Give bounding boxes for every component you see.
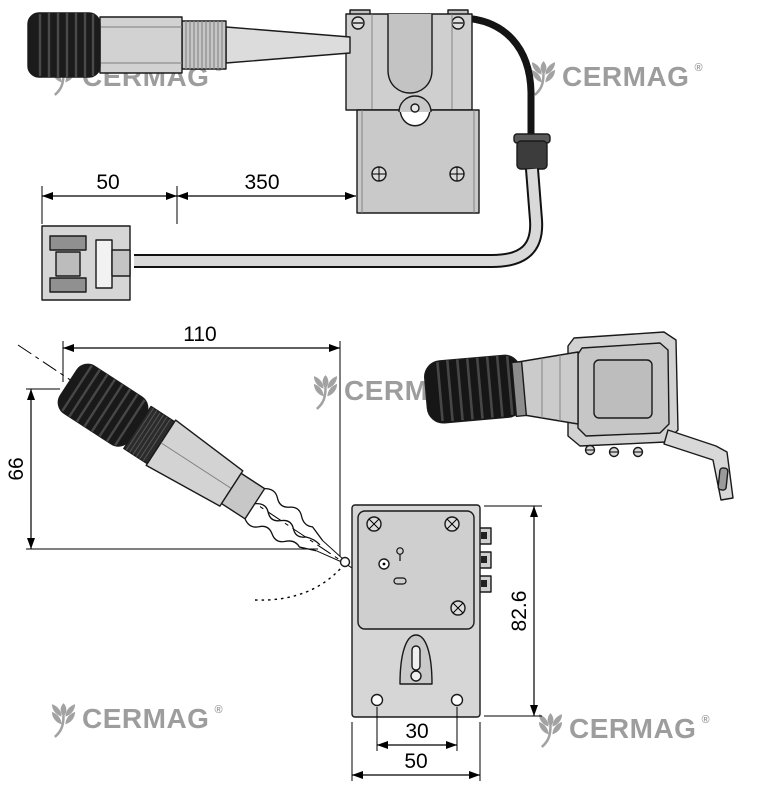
lever-grip bbox=[99, 16, 183, 74]
dim-group-50-plate: 50 bbox=[351, 722, 481, 781]
dim-label-50-plate: 50 bbox=[404, 750, 427, 773]
housing-screws bbox=[366, 516, 466, 616]
switch-body bbox=[345, 9, 473, 111]
pivot-point bbox=[339, 556, 351, 568]
dim-group-82-6: 82.6 bbox=[484, 505, 542, 717]
arm-slot bbox=[717, 467, 729, 491]
connector-tabs bbox=[477, 527, 492, 593]
lever-knob bbox=[27, 12, 101, 78]
dim-group-66: 66 bbox=[5, 388, 318, 550]
lever-horizontal bbox=[27, 12, 351, 78]
brand-text: CERMAG bbox=[562, 61, 690, 92]
lever-side-view: 110 66 bbox=[5, 323, 368, 601]
switch-perspective-view bbox=[424, 331, 734, 501]
top-assembly-view: 50 350 bbox=[27, 9, 551, 301]
lever-angled bbox=[57, 363, 347, 564]
cermag-logo-top-right: CERMAG ® bbox=[530, 60, 703, 97]
keyhole-slot bbox=[399, 634, 433, 685]
knob-3d bbox=[424, 354, 524, 424]
dim-label-66: 66 bbox=[5, 457, 28, 480]
plate-rear-view: 82.6 30 50 bbox=[351, 504, 542, 781]
lever-shaft bbox=[225, 26, 351, 64]
bracket-screws bbox=[584, 444, 644, 458]
switch-body-3d bbox=[517, 351, 579, 425]
travel-arc-dotted bbox=[254, 566, 343, 601]
lever-body bbox=[145, 419, 244, 507]
molded-symbols bbox=[393, 547, 407, 585]
lever-collar bbox=[181, 20, 227, 70]
cable-connector bbox=[41, 225, 131, 301]
l-bracket-arm bbox=[663, 429, 734, 501]
mounting-plate-front bbox=[356, 95, 480, 214]
cable-lower bbox=[134, 168, 544, 268]
registered-mark: ® bbox=[214, 704, 223, 716]
cermag-logo-bottom-left: CERMAG ® bbox=[50, 702, 223, 739]
cermag-logo-bottom-right: CERMAG ® bbox=[537, 712, 710, 749]
mount-hole-right bbox=[450, 693, 464, 707]
registered-mark: ® bbox=[701, 714, 710, 726]
dim-label-50-connector: 50 bbox=[96, 171, 119, 194]
bracket-inner bbox=[593, 359, 653, 419]
dim-group-110: 110 bbox=[62, 323, 341, 556]
dim-label-30: 30 bbox=[405, 720, 428, 743]
registered-mark: ® bbox=[694, 62, 703, 74]
switch-housing-rear bbox=[357, 510, 475, 630]
dim-group-top: 50 350 bbox=[41, 171, 356, 224]
dim-label-82-6: 82.6 bbox=[508, 591, 531, 632]
cable-upper bbox=[462, 14, 551, 170]
brand-text: CERMAG bbox=[82, 703, 210, 734]
lever-boot-wavy bbox=[244, 487, 347, 564]
dim-group-30: 30 bbox=[376, 707, 458, 751]
mount-hole-left bbox=[370, 693, 384, 707]
cable-ferrule bbox=[516, 140, 548, 170]
brand-text: CERMAG bbox=[569, 713, 697, 744]
pivot-pin bbox=[410, 103, 420, 113]
dim-label-110: 110 bbox=[183, 323, 216, 346]
dim-label-350-cable: 350 bbox=[244, 171, 279, 194]
